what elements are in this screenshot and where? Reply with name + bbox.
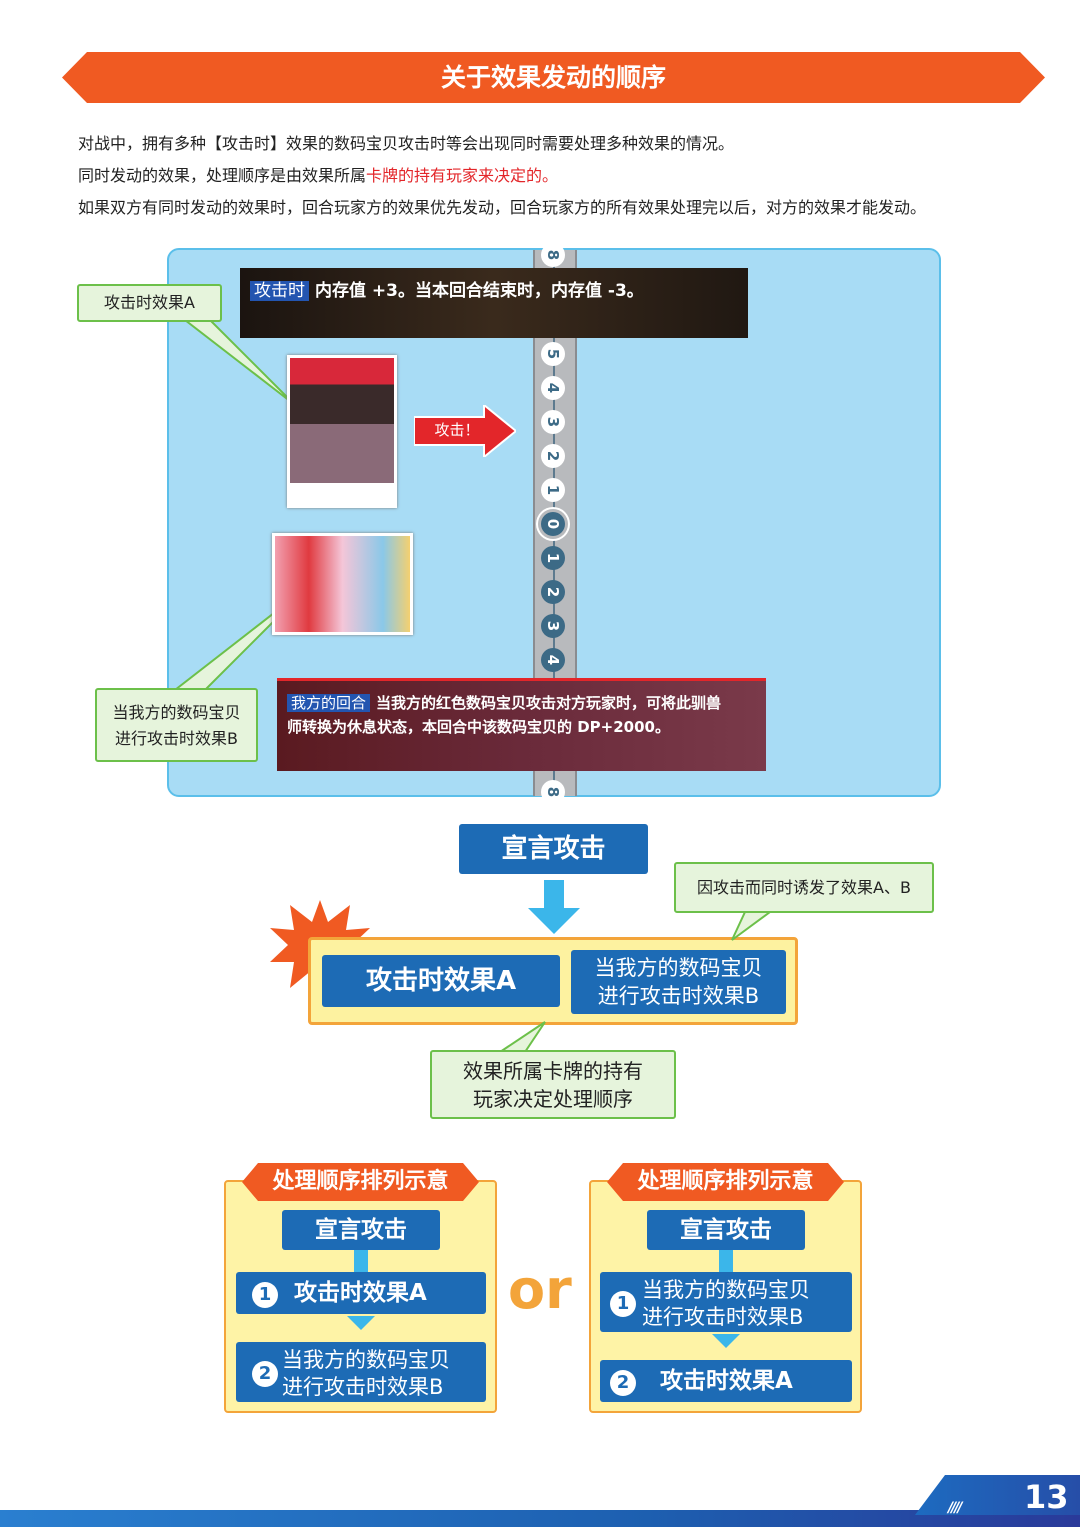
note-line: 玩家决定处理顺序 [473,1087,633,1111]
connector [719,1250,733,1272]
trigger-note: 因攻击而同时诱发了效果A、B [674,862,934,913]
effect-a-text-box: 攻击时内存值 +3。当本回合结束时，内存值 -3。 [240,268,748,338]
effect-text: 师转换为休息状态，本回合中该数码宝贝的 DP+2000。 [287,718,670,736]
label-effect-b: 当我方的数码宝贝进行攻击时效果B [95,688,258,762]
arrow-down-icon [528,880,580,934]
effect-b-line: 当我方的数码宝贝 [594,956,763,980]
effect-text: 当我方的红色数码宝贝攻击对方玩家时，可将此驯兽 [376,694,722,712]
step-label: 攻击时效果A [294,1280,427,1306]
declare-attack-1: 宣言攻击 [282,1210,440,1250]
note-line: 效果所属卡牌的持有 [463,1059,643,1083]
step-label: 当我方的数码宝贝 [282,1348,450,1372]
connector [354,1250,368,1272]
step-number: 2 [610,1370,636,1396]
step-label: 进行攻击时效果B [282,1375,444,1399]
arrow-down-icon [347,1316,375,1330]
step-label: 进行攻击时效果B [642,1304,804,1329]
label-line: 当我方的数码宝贝 [112,703,241,722]
effect-tag: 我方的回合 [287,694,371,712]
step-number: 1 [252,1282,278,1308]
effect-b-text-box: 我方的回合当我方的红色数码宝贝攻击对方玩家时，可将此驯兽师转换为休息状态，本回合… [277,678,766,771]
step-1-box: 1 攻击时效果A [236,1272,486,1314]
effect-b-box: 当我方的数码宝贝进行攻击时效果B [571,950,786,1014]
step-number: 1 [610,1290,636,1317]
declare-attack-2: 宣言攻击 [647,1210,805,1250]
step-number: 2 [252,1361,278,1387]
tamer-card [272,533,413,635]
intro-line-3: 如果双方有同时发动的效果时，回合玩家方的效果优先发动，回合玩家方的所有效果处理完… [78,198,927,217]
attack-label: 攻击！ [434,421,480,439]
label-line: 进行攻击时效果B [115,729,238,748]
example-title-2: 处理顺序排列示意 [607,1163,844,1201]
stripes-icon: //// [948,1500,963,1516]
page-tab [915,1475,1080,1515]
decide-order-note: 效果所属卡牌的持有玩家决定处理顺序 [430,1050,676,1119]
digimon-card [287,355,397,508]
intro-highlight: 卡牌的持有玩家来决定的。 [366,166,559,185]
declare-attack-box: 宣言攻击 [459,824,648,874]
or-label: or [508,1258,572,1321]
step-label: 攻击时效果A [660,1368,793,1394]
step-label: 当我方的数码宝贝 [642,1277,810,1302]
effect-a-box: 攻击时效果A [322,955,560,1007]
page-number: 13 [1024,1478,1069,1516]
pointer-a [182,319,296,406]
effect-b-line: 进行攻击时效果B [597,984,760,1008]
intro-line-1: 对战中，拥有多种【攻击时】效果的数码宝贝攻击时等会出现同时需要处理多种效果的情况… [78,134,735,153]
label-effect-a: 攻击时效果A [77,284,222,322]
example-title-1: 处理顺序排列示意 [242,1163,479,1201]
step-2-box: 2 攻击时效果A [600,1360,852,1402]
footer-bar [0,1510,1080,1527]
intro-text: 同时发动的效果，处理顺序是由效果所属 [78,166,367,185]
attack-arrow: 攻击！ [413,402,518,460]
arrow-right-icon [413,402,518,460]
effect-text: 内存值 +3。当本回合结束时，内存值 -3。 [315,281,644,301]
section-title: 关于效果发动的顺序 [62,52,1045,103]
arrow-down-icon [712,1334,740,1348]
intro-line-2: 同时发动的效果，处理顺序是由效果所属卡牌的持有玩家来决定的。 [78,162,558,186]
effect-tag: 攻击时 [250,281,309,301]
